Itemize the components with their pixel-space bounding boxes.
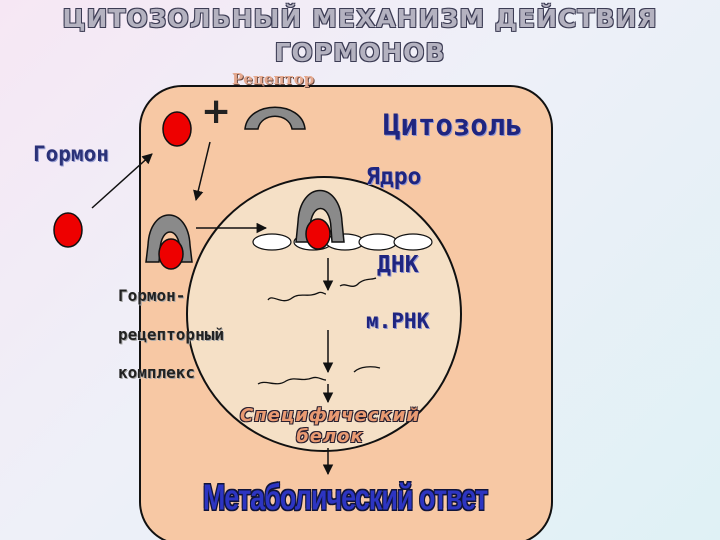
hormone-bound-dna bbox=[305, 218, 331, 250]
protein-label-line-1: Специфический bbox=[240, 405, 420, 426]
arrow-hormone-to-membrane bbox=[91, 153, 153, 209]
dna-segment bbox=[252, 233, 292, 251]
mrna-strand bbox=[339, 277, 377, 287]
complex-label-line-2: рецепторный bbox=[118, 325, 224, 344]
dna-segment bbox=[393, 233, 433, 251]
mrna-strand bbox=[353, 366, 381, 373]
mrna-label: м.РНК bbox=[366, 309, 430, 333]
title-line-2: ГОРМОНОВ bbox=[274, 38, 446, 67]
dna-label: ДНК bbox=[377, 252, 419, 278]
receptor-label: Рецептор bbox=[232, 70, 315, 88]
protein-label-line-2: белок bbox=[296, 426, 364, 447]
hormone-molecule bbox=[53, 212, 83, 248]
mrna-strand bbox=[267, 291, 327, 302]
title-line-1: ЦИТОЗОЛЬНЫЙ МЕХАНИЗМ ДЕЙСТВИЯ bbox=[62, 4, 658, 33]
arrow-binding bbox=[193, 141, 211, 202]
complex-label-line-3: комплекс bbox=[118, 363, 196, 382]
receptor-free bbox=[244, 106, 306, 130]
metabolic-response-label: Метаболический ответ bbox=[202, 477, 488, 518]
complex-label-line-1: Гормон- bbox=[118, 286, 186, 305]
hormone-in-complex bbox=[158, 238, 184, 270]
hormone-at-membrane bbox=[162, 111, 192, 147]
mrna-strand bbox=[257, 376, 327, 385]
dna-segment bbox=[358, 233, 398, 251]
hormone-label: Гормон bbox=[33, 142, 109, 166]
plus-sign: + bbox=[201, 91, 232, 132]
nucleus-label: Ядро bbox=[366, 164, 422, 190]
cytosol-label: Цитозоль bbox=[383, 108, 523, 142]
